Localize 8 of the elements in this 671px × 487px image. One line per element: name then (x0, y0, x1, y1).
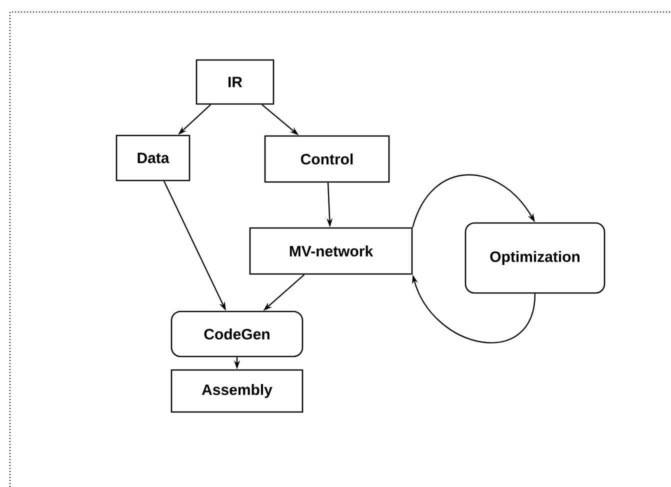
process-box: MV-network (249, 227, 413, 275)
arrow (412, 174, 535, 228)
process-box: Control (264, 135, 390, 183)
process-box: IR (196, 59, 274, 105)
rounded-box: CodeGen (170, 310, 304, 358)
process-box: Assembly (170, 369, 304, 413)
process-box: Data (116, 134, 190, 182)
rounded-box: Optimization (464, 222, 606, 294)
